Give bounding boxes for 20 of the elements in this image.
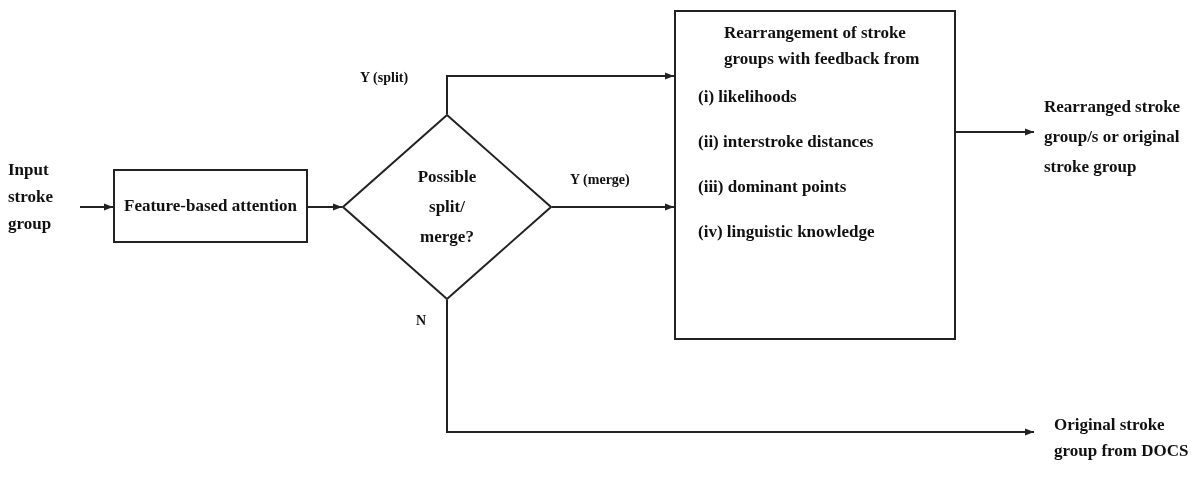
- process-box: [674, 10, 956, 340]
- arrow: [446, 72, 675, 115]
- list-item: (i) likelihoods: [698, 86, 797, 108]
- list-item: (iii) dominant points: [698, 176, 847, 198]
- arrow: [307, 203, 343, 211]
- arrow: [955, 128, 1035, 136]
- flow-label: Input stroke group: [8, 158, 54, 235]
- arrow: [79, 203, 114, 211]
- process-text: Feature-based attention: [124, 195, 297, 217]
- list-item: (ii) interstroke distances: [698, 131, 874, 153]
- flow-label: Rearranged stroke group/s or original stroke group: [1044, 96, 1182, 178]
- process-box: [113, 169, 308, 243]
- arrow: [446, 299, 1035, 436]
- flow-label: Original stroke group from DOCS: [1054, 413, 1190, 462]
- list-item: (iv) linguistic knowledge: [698, 221, 875, 243]
- edge-label: Y (split): [358, 70, 411, 86]
- arrow: [551, 203, 675, 211]
- edge-label: Y (merge): [568, 172, 632, 188]
- box-heading: Rearrangement of stroke groups with feedback from: [723, 22, 921, 70]
- decision-text: Possible split/ merge?: [416, 166, 478, 248]
